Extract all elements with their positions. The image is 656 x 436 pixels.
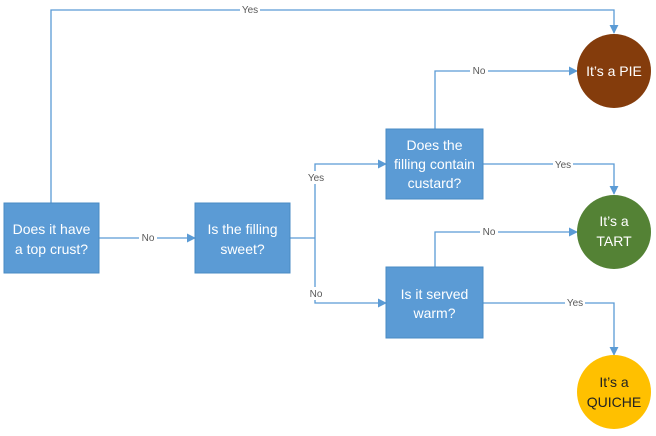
outcome-tart: It’s a TART [577, 195, 651, 269]
decision-custard: Does the filling contain custard? [385, 128, 484, 200]
edge-warm-no [434, 227, 578, 267]
decision-filling-sweet-line-2: sweet? [220, 241, 265, 257]
decision-top-crust-line-1: Does it have [13, 221, 91, 237]
edge-custard-yes [483, 163, 619, 195]
edge-label-top-crust-yes: Yes [242, 5, 258, 16]
decision-served-warm: Is it served warm? [385, 266, 484, 339]
decision-top-crust-line-2: a top crust? [15, 241, 88, 257]
outcome-quiche-circle [577, 355, 651, 429]
outcome-pie-circle [577, 34, 651, 108]
edge-label-custard-yes: Yes [555, 160, 571, 171]
decision-served-warm-line-1: Is it served [401, 286, 469, 302]
decision-custard-line-1: Does the [406, 137, 462, 153]
edge-top-crust-yes [50, 9, 619, 203]
edge-label-top-crust-no: No [142, 233, 155, 244]
edge-label-warm-yes: Yes [567, 298, 583, 309]
decision-filling-sweet: Is the filling sweet? [194, 202, 291, 274]
decision-custard-line-3: custard? [408, 175, 462, 191]
edge-warm-yes [483, 302, 619, 356]
decision-filling-sweet-line-1: Is the filling [207, 221, 277, 237]
edge-label-sweet-no: No [310, 289, 323, 300]
outcome-pie: It’s a PIE [577, 34, 651, 108]
outcome-pie-label: It’s a PIE [586, 63, 642, 79]
decision-served-warm-line-2: warm? [412, 305, 455, 321]
edge-custard-no [434, 66, 578, 129]
edge-label-sweet-yes: Yes [308, 173, 324, 184]
outcome-quiche-label-line-2: QUICHE [587, 394, 641, 410]
edge-label-warm-no: No [483, 227, 496, 238]
outcome-tart-circle [577, 195, 651, 269]
outcome-quiche-label-line-1: It’s a [599, 374, 629, 390]
decision-top-crust: Does it have a top crust? [3, 202, 100, 274]
outcome-tart-label-line-2: TART [596, 233, 632, 249]
decision-custard-line-2: filling contain [394, 156, 475, 172]
connectors [50, 9, 619, 356]
outcome-quiche: It’s a QUICHE [577, 355, 651, 429]
edge-sweet-no [314, 238, 387, 308]
edge-labels: Yes No Yes No No Yes No Yes [139, 3, 585, 309]
outcome-tart-label-line-1: It’s a [599, 213, 629, 229]
edge-sweet-yes [314, 159, 387, 238]
edge-label-custard-no: No [473, 66, 486, 77]
